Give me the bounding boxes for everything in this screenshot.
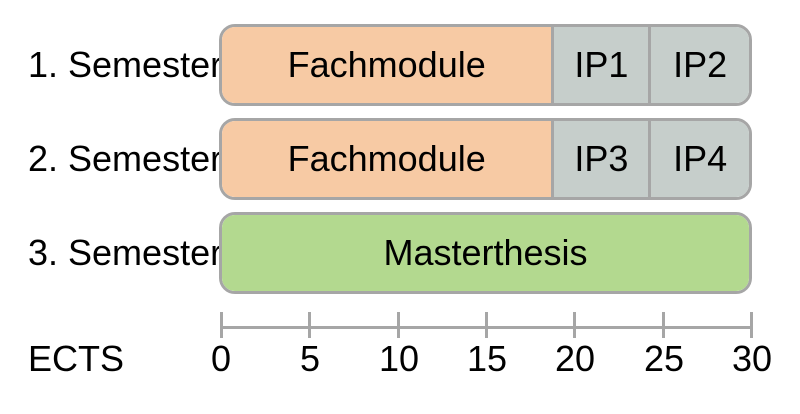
segment-masterthesis: Masterthesis (222, 215, 749, 291)
segment-label: Fachmodule (287, 138, 486, 179)
axis-tick-20 (573, 312, 576, 338)
bar-semester-1: Fachmodule IP1 IP2 (219, 24, 752, 106)
segment-label: Fachmodule (287, 44, 486, 85)
row-label-semester-1: 1. Semester (28, 44, 223, 85)
segment-label: IP3 (574, 138, 629, 179)
segment-ip2: IP2 (648, 27, 749, 103)
bar-semester-3: Masterthesis (219, 212, 752, 294)
segment-label: IP4 (673, 138, 728, 179)
segment-label: IP1 (574, 44, 629, 85)
axis-tick-label-15: 15 (466, 338, 508, 379)
row-label-semester-2: 2. Semester (28, 138, 223, 179)
axis-tick-30 (750, 312, 753, 338)
segment-fachmodule-1: Fachmodule (222, 27, 552, 103)
axis-tick-label-20: 20 (554, 338, 596, 379)
axis-tick-0 (220, 312, 223, 338)
bar-semester-2: Fachmodule IP3 IP4 (219, 118, 752, 200)
axis-tick-label-5: 5 (299, 338, 321, 379)
segment-ip3: IP3 (551, 121, 649, 197)
segment-fachmodule-2: Fachmodule (222, 121, 552, 197)
row-label-semester-3: 3. Semester (28, 232, 223, 273)
axis-tick-10 (397, 312, 400, 338)
axis-tick-label-10: 10 (378, 338, 420, 379)
axis-tick-label-30: 30 (731, 338, 773, 379)
axis-label-ects: ECTS (28, 338, 125, 379)
segment-label: IP2 (673, 44, 728, 85)
segment-ip4: IP4 (648, 121, 749, 197)
axis-tick-label-25: 25 (643, 338, 685, 379)
axis-tick-15 (485, 312, 488, 338)
axis-tick-label-0: 0 (210, 338, 232, 379)
segment-label: Masterthesis (383, 232, 588, 273)
segment-ip1: IP1 (551, 27, 649, 103)
axis-tick-5 (308, 312, 311, 338)
axis-tick-25 (662, 312, 665, 338)
